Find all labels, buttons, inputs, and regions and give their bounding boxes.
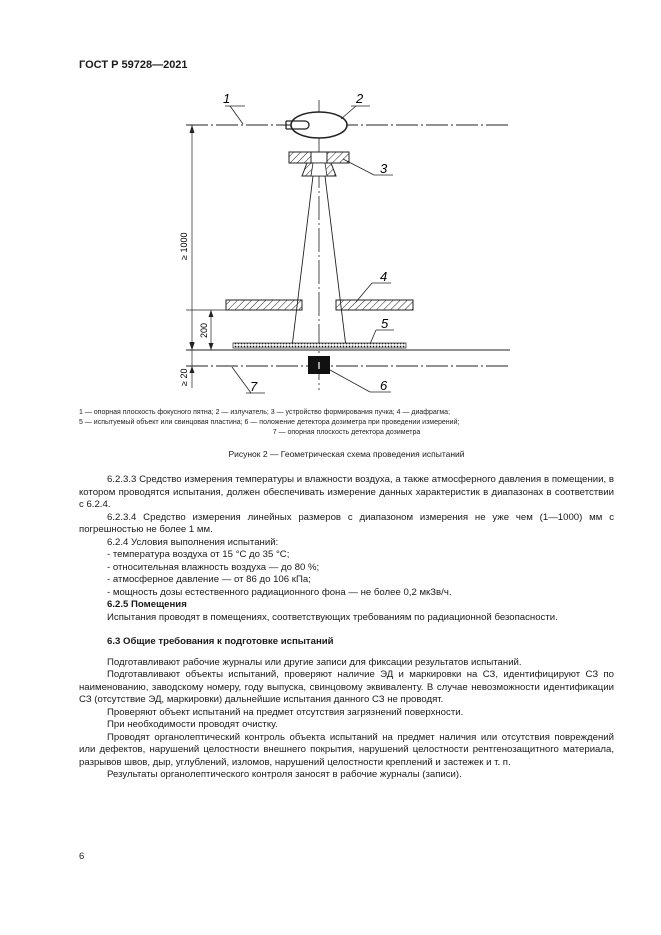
callout-1: 1 — [223, 91, 230, 106]
figure-legend: 1 — опорная плоскость фокусного пятна; 2… — [79, 408, 614, 438]
paragraph: Проверяют объект испытаний на предмет от… — [107, 706, 464, 718]
paragraph: Испытания проводят в помещениях, соответ… — [107, 611, 558, 623]
dim-label-detector: ≥ 20 — [179, 369, 189, 386]
beam-ray-left — [291, 175, 314, 348]
geometric-scheme-diagram: ≥ 1000 200 ≥ 20 1 2 3 4 5 6 7 — [179, 91, 510, 394]
diaphragm-right — [335, 299, 414, 311]
callout-4: 4 — [380, 269, 387, 284]
paragraph: 6.2.3.3 Средство измерения температуры и… — [79, 474, 614, 510]
legend-line: 1 — опорная плоскость фокусного пятна; 2… — [79, 409, 451, 416]
paragraph: Подготавливают объекты испытаний, провер… — [79, 669, 614, 705]
document-header: ГОСТ Р 59728—2021 — [79, 59, 188, 71]
figure-caption: Рисунок 2 — Геометрическая схема проведе… — [228, 449, 465, 459]
section-heading: 6.2.5 Помещения — [107, 599, 187, 610]
list-item: - температура воздуха от 15 °С до 35 °С; — [107, 549, 290, 560]
callout-3: 3 — [380, 161, 388, 176]
paragraph: При необходимости проводят очистку. — [107, 719, 278, 730]
section-heading: 6.3 Общие требования к подготовке испыта… — [107, 636, 334, 647]
callout-5: 5 — [381, 316, 389, 331]
test-object-plate — [232, 342, 407, 349]
page-number: 6 — [79, 851, 85, 862]
list-item: - мощность дозы естественного радиационн… — [107, 586, 452, 598]
paragraph: 6.2.3.4 Средство измерения линейных разм… — [79, 511, 614, 536]
callout-2: 2 — [355, 91, 364, 106]
dim-label-diaphragm: 200 — [199, 323, 209, 338]
paragraph: 6.2.4 Условия выполнения испытаний: — [107, 536, 279, 548]
document-body: 6.2.3.3 Средство измерения температуры и… — [79, 474, 614, 782]
legend-line: 7 — опорная плоскость детектора дозиметр… — [272, 429, 421, 436]
dim-label-main: ≥ 1000 — [179, 233, 189, 260]
callout-7: 7 — [250, 379, 258, 394]
emitter-tube — [290, 111, 348, 139]
paragraph: Проводят органолептический контроль объе… — [79, 731, 614, 768]
paragraph: Результаты органолептического контроля з… — [107, 769, 462, 780]
beam-ray-right — [324, 175, 347, 348]
diaphragm-left — [225, 299, 303, 311]
callout-6: 6 — [380, 378, 388, 393]
emitter-cathode — [286, 120, 310, 130]
list-item: - атмосферное давление — от 86 до 106 кП… — [107, 574, 311, 585]
list-item: - относительная влажность воздуха — до 8… — [107, 561, 320, 573]
legend-line: 5 — испытуемый объект или свинцовая плас… — [79, 419, 460, 426]
paragraph: Подготавливают рабочие журналы или други… — [107, 656, 522, 668]
